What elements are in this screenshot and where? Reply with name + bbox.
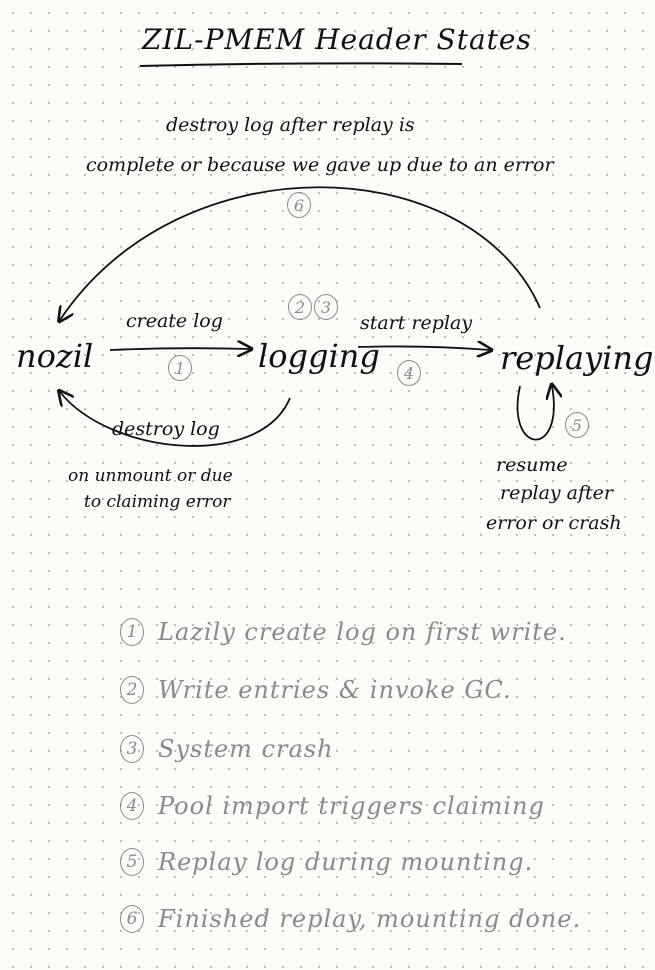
label-destroy-reason-1: on unmount or due: [68, 466, 233, 486]
label-resume-1: resume: [496, 454, 568, 476]
legend-item-1: 1 Lazily create log on first write.: [120, 618, 567, 646]
legend-number: 4: [120, 792, 144, 820]
label-start-replay: start replay: [360, 312, 473, 334]
legend-number: 1: [120, 618, 144, 646]
page-title: ZIL-PMEM Header States: [142, 23, 532, 56]
state-logging: logging: [258, 337, 380, 375]
legend-item-5: 5 Replay log during mounting.: [120, 848, 533, 876]
legend-text: Lazily create log on first write.: [158, 618, 567, 646]
arrow-start-replay: [357, 346, 490, 350]
legend-item-2: 2 Write entries & invoke GC.: [120, 676, 512, 704]
label-destroy-log: destroy log: [112, 418, 220, 440]
marker-4: 4: [397, 360, 421, 386]
legend-text: Finished replay, mounting done.: [158, 905, 582, 933]
legend-text: Replay log during mounting.: [158, 848, 534, 876]
label-destroy-after-replay-1: destroy log after replay is: [166, 114, 415, 136]
label-resume-2: replay after: [500, 482, 613, 504]
legend-text: Pool import triggers claiming: [158, 792, 545, 820]
legend-item-6: 6 Finished replay, mounting done.: [120, 905, 581, 933]
legend-text: Write entries & invoke GC.: [158, 676, 512, 704]
arrow-create-log: [109, 348, 250, 350]
label-resume-3: error or crash: [486, 512, 622, 534]
marker-1: 1: [168, 355, 192, 381]
marker-3: 3: [314, 294, 338, 320]
legend-text: System crash: [158, 735, 334, 763]
legend-number: 3: [120, 735, 144, 763]
title-underline: [139, 62, 463, 67]
state-replaying: replaying: [500, 339, 654, 377]
state-nozil: nozil: [16, 337, 94, 375]
legend-item-4: 4 Pool import triggers claiming: [120, 792, 545, 820]
legend-number: 5: [120, 848, 144, 876]
arrow-destroy-after-replay: [60, 186, 541, 320]
legend-item-3: 3 System crash: [120, 735, 334, 763]
arrow-resume-replay: [516, 386, 554, 441]
label-destroy-reason-2: to claiming error: [84, 492, 231, 512]
arrow-destroy-log: [60, 392, 291, 447]
marker-5: 5: [565, 412, 589, 438]
marker-6: 6: [287, 192, 311, 218]
label-create-log: create log: [126, 310, 223, 332]
legend-number: 6: [120, 905, 144, 933]
marker-2: 2: [288, 294, 312, 320]
legend-number: 2: [120, 676, 144, 704]
label-destroy-after-replay-2: complete or because we gave up due to an…: [86, 154, 554, 176]
